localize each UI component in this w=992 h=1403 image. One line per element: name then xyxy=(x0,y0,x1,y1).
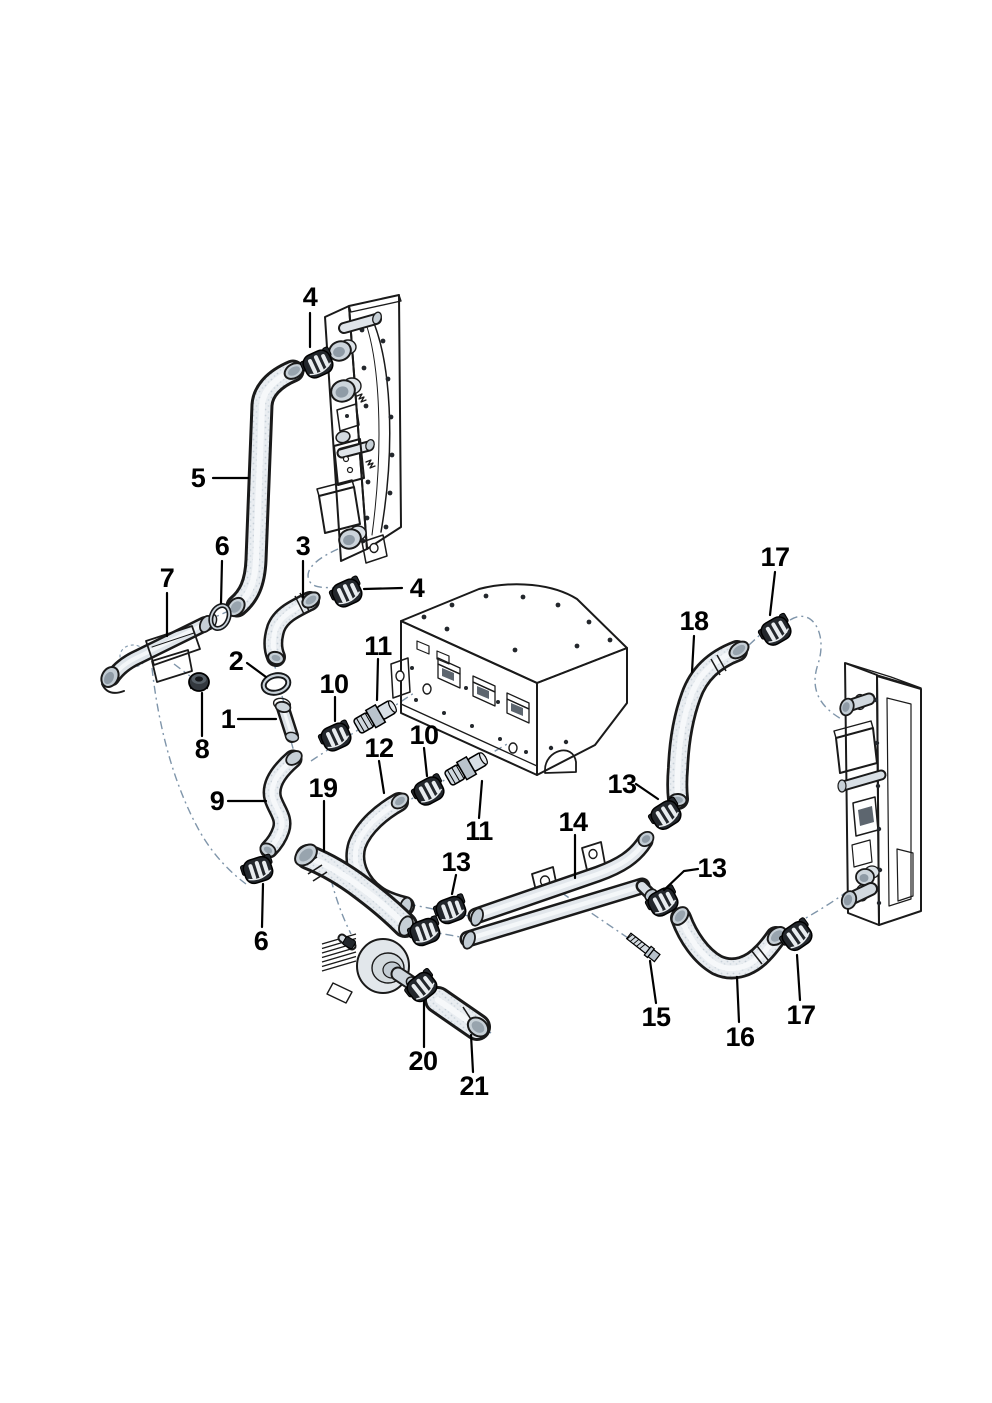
pipe-bracket-plate xyxy=(145,625,201,666)
connector-stub-1 xyxy=(272,697,300,743)
callout-21-27[interactable]: 21 xyxy=(459,1071,489,1101)
callout-11-9[interactable]: 11 xyxy=(364,631,393,661)
callout-19-16[interactable]: 19 xyxy=(308,773,338,803)
callout-leader-2-8 xyxy=(245,661,268,679)
callout-18-7[interactable]: 18 xyxy=(679,606,709,636)
callout-leader-17-25 xyxy=(795,953,802,1002)
callout-leader-6-22 xyxy=(260,882,265,929)
callout-9-15[interactable]: 9 xyxy=(210,786,226,816)
callout-leader-11-9 xyxy=(375,657,380,702)
hose-9 xyxy=(259,749,303,859)
callout-7-4[interactable]: 7 xyxy=(160,563,175,593)
cap-nut-8 xyxy=(188,672,210,692)
clamp-6b xyxy=(238,852,278,888)
callout-leader-6-2 xyxy=(219,559,224,605)
callout-10-13[interactable]: 10 xyxy=(409,720,439,750)
callout-15-23[interactable]: 15 xyxy=(641,1002,671,1032)
callout-6-22[interactable]: 6 xyxy=(254,926,270,956)
callout-leader-10-13 xyxy=(422,746,429,778)
callout-20-26[interactable]: 20 xyxy=(408,1046,438,1076)
seal-ring-2 xyxy=(260,672,292,696)
hose-18 xyxy=(666,640,750,810)
callout-4-5[interactable]: 4 xyxy=(410,573,426,603)
twin-coolant-pipe-14 xyxy=(459,830,658,950)
hose-16 xyxy=(670,906,788,980)
spring-icon xyxy=(356,393,367,403)
callout-leader-12-14 xyxy=(377,759,386,795)
callout-13-20[interactable]: 13 xyxy=(441,847,471,877)
callout-12-14[interactable]: 12 xyxy=(364,733,394,763)
spring-icon xyxy=(365,459,376,469)
clamp-10b xyxy=(408,772,450,810)
bolt-15 xyxy=(624,930,662,964)
mounting-arch-foot xyxy=(544,749,577,774)
callout-5-1[interactable]: 5 xyxy=(191,463,207,493)
o-ring-6 xyxy=(208,603,232,631)
control-unit-bolt-dots xyxy=(421,593,613,653)
callout-10-10[interactable]: 10 xyxy=(319,669,349,699)
callout-14-19[interactable]: 14 xyxy=(558,807,588,837)
callout-leader-17-6 xyxy=(768,570,777,617)
clamp-10a xyxy=(315,718,357,756)
radiator-module xyxy=(316,294,402,564)
callout-leader-21-27 xyxy=(469,1033,475,1074)
callout-16-24[interactable]: 16 xyxy=(725,1022,755,1052)
callout-3-3[interactable]: 3 xyxy=(296,531,312,561)
hose-19 xyxy=(294,843,418,938)
callout-4-0[interactable]: 4 xyxy=(303,282,319,312)
callout-17-25[interactable]: 17 xyxy=(786,1000,816,1030)
callout-6-2[interactable]: 6 xyxy=(215,531,231,561)
hose-5 xyxy=(225,359,305,618)
callout-1-11[interactable]: 1 xyxy=(221,704,237,734)
fitting-11a xyxy=(351,695,401,737)
clamp-17a xyxy=(755,611,797,651)
clamp-17b xyxy=(776,916,818,956)
hose-sleeve-21 xyxy=(424,986,491,1041)
callout-leader-13-20 xyxy=(450,873,458,896)
callout-leader-18-7 xyxy=(690,634,696,674)
callout-8-12[interactable]: 8 xyxy=(195,734,211,764)
front-face-dots xyxy=(410,666,528,754)
clamp-4b xyxy=(326,574,368,612)
mounting-bracket xyxy=(390,657,411,699)
callout-11-18[interactable]: 11 xyxy=(465,816,494,846)
radiator-reservoir-box xyxy=(318,486,361,534)
callout-leader-15-23 xyxy=(648,959,658,1005)
callout-leader-11-18 xyxy=(477,779,484,820)
auxiliary-cooler-module xyxy=(833,662,922,926)
callout-leader-13-21 xyxy=(662,867,700,892)
callout-13-21[interactable]: 13 xyxy=(697,853,727,883)
callout-2-8[interactable]: 2 xyxy=(229,646,244,676)
callout-leader-13-17 xyxy=(634,782,660,801)
connector-blocks xyxy=(416,640,530,724)
callout-13-17[interactable]: 13 xyxy=(607,769,637,799)
fitting-11b xyxy=(442,747,492,789)
cooler-bolt-dots xyxy=(873,697,883,906)
hose-3 xyxy=(263,591,321,667)
callout-leader-4-5 xyxy=(362,586,404,591)
callout-17-6[interactable]: 17 xyxy=(760,542,790,572)
control-unit-box xyxy=(390,583,628,776)
callout-leader-16-24 xyxy=(735,975,741,1024)
